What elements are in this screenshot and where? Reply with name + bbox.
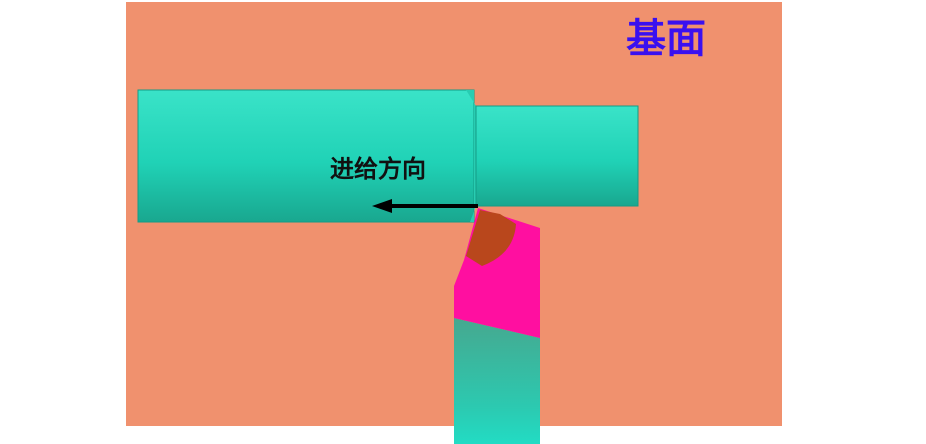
tool-tip	[466, 210, 516, 266]
feed-direction-label: 进给方向	[330, 154, 426, 183]
left-arrow-icon	[372, 199, 392, 213]
workpiece-large-cylinder	[137, 89, 475, 223]
base-plane-label: 基面	[626, 15, 706, 62]
workpiece-chamfer	[466, 90, 476, 222]
tool-shank	[454, 318, 540, 444]
workpiece-small-cylinder	[475, 105, 639, 207]
